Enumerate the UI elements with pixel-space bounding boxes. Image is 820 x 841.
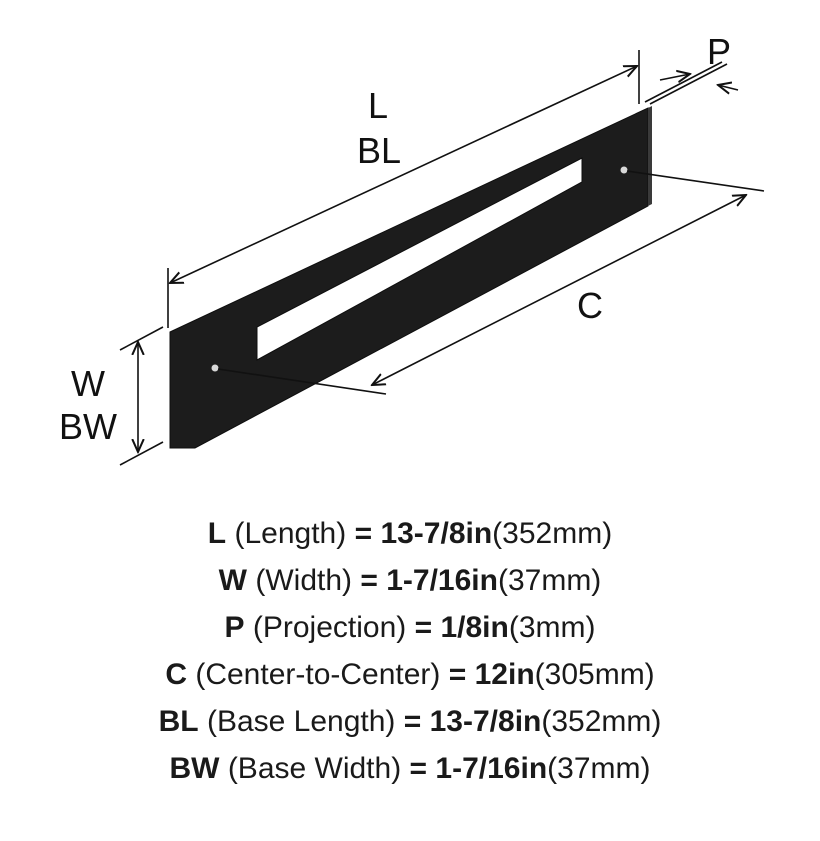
spec-name: (Base Length) xyxy=(206,705,396,738)
l-dimension-line xyxy=(170,66,637,283)
specification-list: L (Length) = 13-7/8in(352mm) W (Width) =… xyxy=(0,510,820,792)
label-width: W xyxy=(71,363,105,404)
spec-projection: P (Projection) = 1/8in(3mm) xyxy=(0,604,820,651)
spec-imperial: 1-7/16in xyxy=(386,564,498,597)
p-arrow-right xyxy=(718,85,739,90)
p-arrow-left xyxy=(659,74,690,80)
spec-imperial: 12in xyxy=(474,658,535,691)
spec-name: (Base Width) xyxy=(227,752,402,785)
spec-equals: = xyxy=(354,517,373,550)
spec-equals: = xyxy=(409,752,428,785)
spec-metric: (37mm) xyxy=(497,564,602,597)
spec-name: (Width) xyxy=(255,564,353,597)
mounting-hole-right xyxy=(620,166,628,174)
w-extension-top xyxy=(119,326,164,351)
spec-name: (Length) xyxy=(234,517,347,550)
spec-code: C xyxy=(165,658,187,691)
spec-metric: (352mm) xyxy=(492,517,613,550)
spec-metric: (352mm) xyxy=(541,705,662,738)
c-extension-left xyxy=(217,368,387,395)
label-length: L xyxy=(368,85,388,126)
w-extension-bottom xyxy=(119,441,164,466)
spec-code: P xyxy=(224,611,245,644)
c-extension-right xyxy=(626,170,765,192)
c-dimension-line xyxy=(372,195,746,385)
label-projection: P xyxy=(707,31,731,72)
spec-name: (Center-to-Center) xyxy=(195,658,441,691)
spec-imperial: 1/8in xyxy=(440,611,509,644)
spec-equals: = xyxy=(448,658,467,691)
label-base-length: BL xyxy=(357,130,401,171)
spec-length: L (Length) = 13-7/8in(352mm) xyxy=(0,510,820,557)
spec-code: BL xyxy=(158,705,199,738)
handle-plate-edge xyxy=(648,106,652,206)
spec-center-to-center: C (Center-to-Center) = 12in(305mm) xyxy=(0,651,820,698)
handle-dimension-diagram: L BL P C W BW xyxy=(59,31,765,466)
spec-name: (Projection) xyxy=(252,611,407,644)
spec-code: W xyxy=(218,564,247,597)
spec-imperial: 13-7/8in xyxy=(380,517,493,550)
spec-metric: (305mm) xyxy=(534,658,655,691)
spec-metric: (37mm) xyxy=(547,752,651,785)
spec-equals: = xyxy=(414,611,433,644)
spec-base-length: BL (Base Length) = 13-7/8in(352mm) xyxy=(0,698,820,745)
spec-equals: = xyxy=(403,705,422,738)
p-extension-2 xyxy=(649,63,728,105)
spec-equals: = xyxy=(360,564,378,597)
label-base-width: BW xyxy=(59,406,117,447)
spec-base-width: BW (Base Width) = 1-7/16in(37mm) xyxy=(0,745,820,792)
spec-imperial: 1-7/16in xyxy=(435,752,548,785)
spec-code: L xyxy=(207,517,227,550)
spec-width: W (Width) = 1-7/16in(37mm) xyxy=(0,557,820,604)
spec-imperial: 13-7/8in xyxy=(429,705,542,738)
handle-plate xyxy=(169,107,649,449)
label-center-to-center: C xyxy=(577,285,603,326)
spec-code: BW xyxy=(169,752,220,785)
mounting-hole-left xyxy=(211,364,219,372)
spec-metric: (3mm) xyxy=(508,611,596,644)
